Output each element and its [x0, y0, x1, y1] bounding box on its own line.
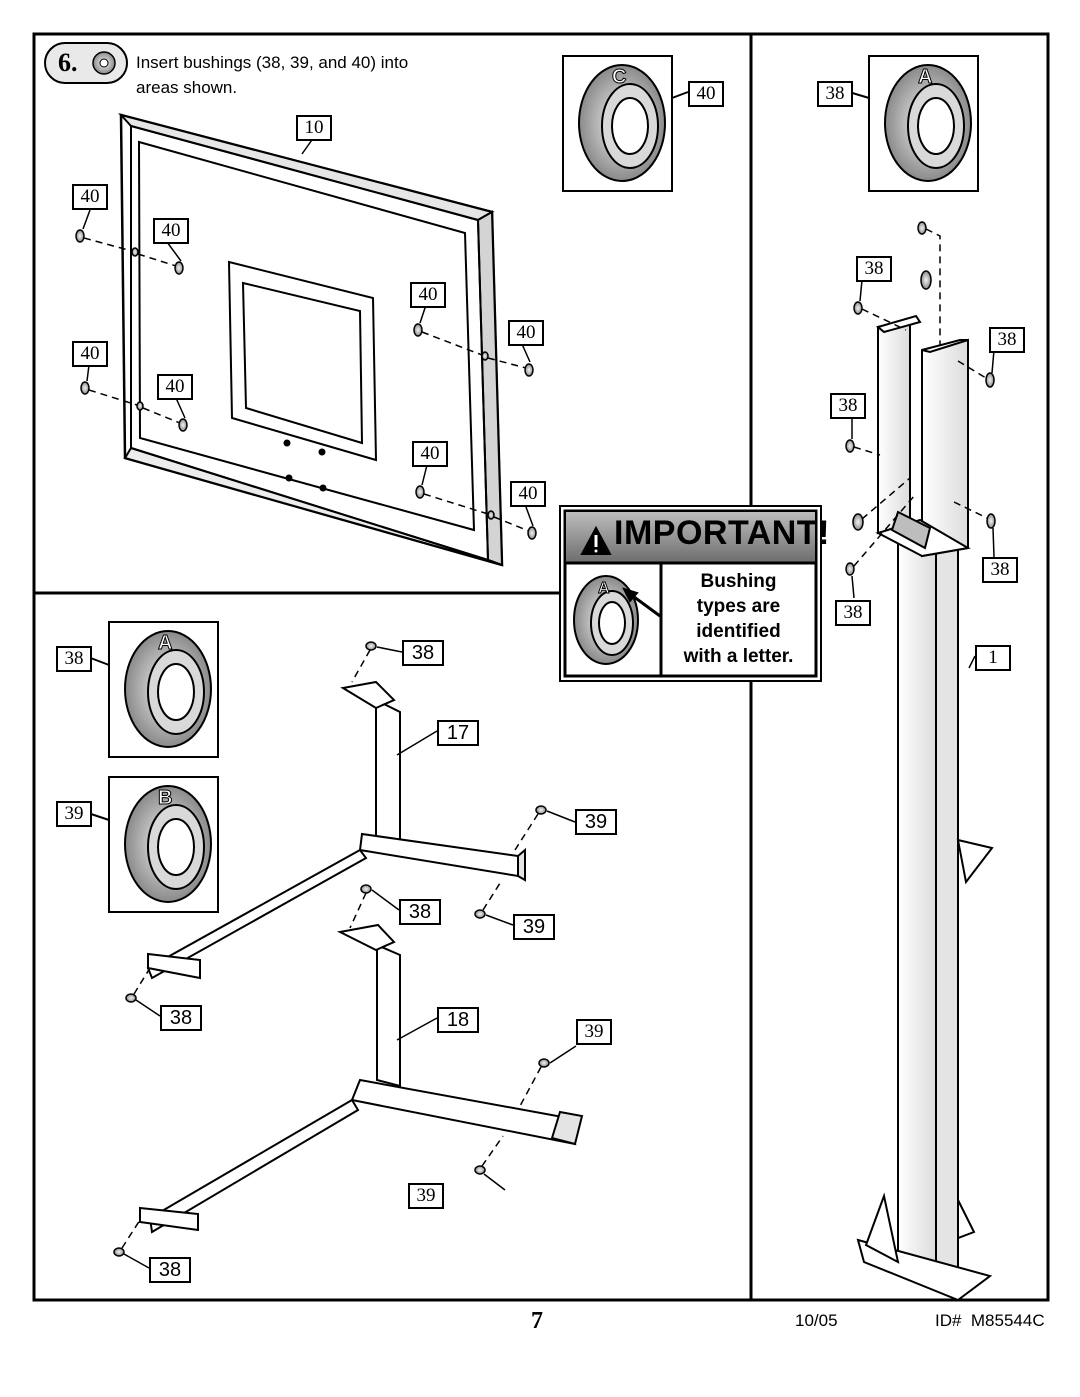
page-number: 7	[531, 1308, 543, 1334]
callout-bushing-40: 40	[508, 320, 544, 346]
detail-box-b	[87, 776, 219, 913]
detail-box-c	[562, 55, 689, 192]
frame-17	[146, 680, 526, 980]
backboard-bushings	[75, 209, 537, 540]
pole	[856, 314, 994, 1302]
detail-letter-a-left: A	[157, 632, 173, 655]
detail-box-a-left	[87, 621, 219, 758]
callout-frame-39: 39	[576, 1019, 612, 1045]
footer-date: 10/05	[795, 1311, 838, 1330]
callout-bushing-40: 40	[412, 441, 448, 467]
callout-pole-38: 38	[982, 557, 1018, 583]
important-line-2: types are	[696, 596, 781, 617]
callout-frame-38: 38	[160, 1005, 202, 1031]
callout-bushing-40: 40	[410, 282, 446, 308]
callout-bushing-40: 40	[72, 341, 108, 367]
callout-frame-38: 38	[149, 1257, 191, 1283]
callout-detail-38-top: 38	[817, 81, 853, 107]
callout-frame-38: 38	[402, 640, 444, 666]
pole-bushings	[845, 221, 996, 599]
step-number: 6.	[58, 48, 78, 77]
frame-18-bushings	[113, 1045, 577, 1269]
detail-letter-b: B	[157, 787, 173, 810]
callout-bushing-40: 40	[72, 184, 108, 210]
important-bushing-icon	[573, 575, 661, 665]
important-bushing-letter: A	[598, 580, 611, 598]
callout-frame-39: 39	[408, 1183, 444, 1209]
frame-18	[139, 923, 584, 1234]
callout-pole-38: 38	[830, 393, 866, 419]
backboard	[117, 113, 504, 567]
warning-icon	[580, 525, 612, 555]
callout-bushing-40: 40	[153, 218, 189, 244]
callout-pole-38: 38	[989, 327, 1025, 353]
step-badge	[44, 42, 128, 84]
callout-bushing-40: 40	[510, 481, 546, 507]
important-box	[559, 505, 822, 682]
instruction-line-2: areas shown.	[136, 78, 238, 97]
important-title: IMPORTANT!	[614, 514, 830, 552]
detail-letter-a-top: A	[917, 66, 933, 89]
callout-frame-39: 39	[513, 914, 555, 940]
detail-box-a-top	[848, 55, 979, 192]
callout-frame-17: 17	[437, 720, 479, 746]
callout-detail-40: 40	[688, 81, 724, 107]
callout-frame-18: 18	[437, 1007, 479, 1033]
callout-detail-38-left: 38	[56, 646, 92, 672]
callout-bushing-40: 40	[157, 374, 193, 400]
detail-letter-c: C	[611, 66, 627, 89]
important-line-4: with a letter.	[683, 646, 794, 667]
callout-frame-39: 39	[575, 809, 617, 835]
callout-detail-39: 39	[56, 801, 92, 827]
frame-17-bushings	[125, 641, 576, 1017]
callout-pole-38: 38	[835, 600, 871, 626]
callout-pole-1: 1	[975, 645, 1011, 671]
important-line-1: Bushing	[700, 571, 777, 592]
callout-frame-38: 38	[399, 899, 441, 925]
footer-id: ID# M85544C	[935, 1311, 1045, 1330]
callout-pole-38: 38	[856, 256, 892, 282]
important-line-3: identified	[696, 621, 781, 642]
instruction-line-1: Insert bushings (38, 39, and 40) into	[136, 53, 409, 72]
callout-backboard-10: 10	[296, 115, 332, 141]
